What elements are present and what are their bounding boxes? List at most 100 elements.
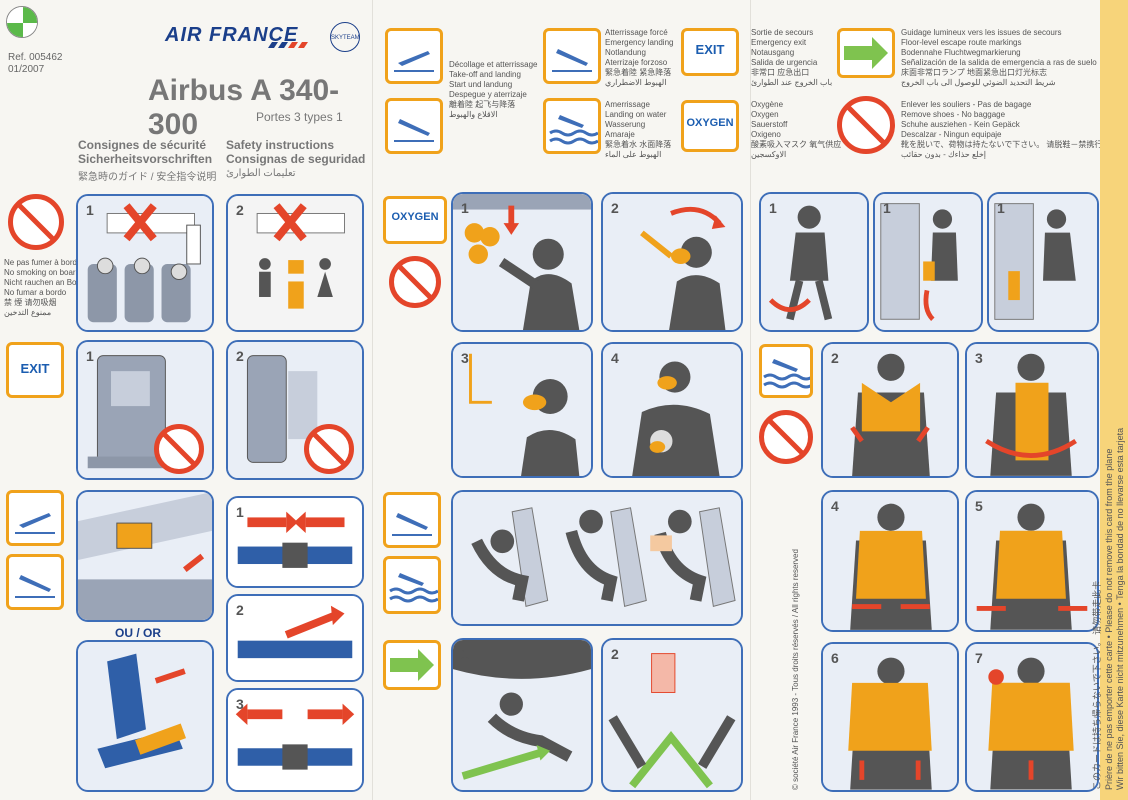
brand-stripes-icon — [268, 42, 308, 48]
seatbelt-tighten-icon — [228, 596, 362, 680]
seatbelt-fasten-icon — [228, 498, 362, 586]
strip-line-2: Wir bitten Sie, diese Karte nicht mitzun… — [1115, 427, 1125, 790]
step-number: 3 — [975, 350, 983, 366]
exit-door-open-icon — [228, 342, 362, 478]
step-number: 3 — [236, 696, 244, 712]
picture-crawl-to-exit: 1 — [451, 638, 593, 792]
lifevest-buckle-icon — [823, 492, 957, 630]
seat-upright-icon — [78, 642, 212, 790]
lifevest-inflate-icon — [823, 644, 957, 790]
copyright-text: © société Air France 1993 - Tous droits … — [791, 549, 800, 790]
picture-floor-lighting: 2 — [601, 638, 743, 792]
heading-es: Consignas de seguridad — [226, 152, 366, 166]
ref-date: 01/2007 — [8, 64, 45, 75]
step-number: 1 — [236, 504, 244, 520]
page-subtitle: Portes 3 types 1 — [256, 110, 343, 124]
overhead-bin-icon — [78, 492, 212, 620]
step-number: 2 — [236, 348, 244, 364]
step-number: 2 — [236, 602, 244, 618]
step-number: 3 — [461, 350, 469, 366]
oxygen-text: Oxygène Oxygen Sauerstoff Oxigeno 酸素吸入マス… — [751, 100, 842, 159]
step-number: 1 — [86, 202, 94, 218]
exit-label: EXIT — [695, 42, 725, 57]
picture-lifevest-7: 7 — [965, 642, 1099, 792]
step-number: 5 — [975, 498, 983, 514]
exit-sign-icon: EXIT — [681, 28, 739, 76]
heading-ar: تعليمات الطوارئ — [226, 168, 296, 179]
water-landing-icon — [543, 98, 601, 154]
floor-lighting-icon — [603, 640, 741, 790]
brand-name: AIR FRANCE — [165, 24, 299, 46]
crawl-exit-icon — [453, 640, 591, 790]
no-smoking-icon — [389, 256, 441, 308]
step-number: 1 — [461, 200, 469, 216]
picture-exit-seat-1: 1 — [873, 192, 983, 332]
remove-shoes-icon — [761, 194, 867, 329]
oxygen-sign-icon: OXYGEN — [681, 100, 739, 152]
water-landing-icon — [383, 556, 441, 614]
airline-logo-icon — [6, 6, 38, 38]
no-smoking-icon — [8, 194, 64, 250]
step-number: 6 — [831, 650, 839, 666]
heading-en: Safety instructions — [226, 138, 335, 152]
picture-seatbelt-2: 2 — [226, 594, 364, 682]
takeoff-icon — [385, 28, 443, 84]
picture-brace-position — [451, 490, 743, 626]
heading-ja: 緊急時のガイド / 安全指令说明 — [78, 172, 217, 183]
picture-exit-door-2: 2 — [226, 340, 364, 480]
lifevest-put-on-icon — [823, 344, 957, 476]
picture-oxygen-mask-wear: 3 — [451, 342, 593, 478]
heading-fr: Consignes de sécurité — [78, 138, 207, 152]
lavatory-icon — [228, 196, 362, 330]
landing-icon — [6, 554, 64, 610]
picture-seatbelt-1: 1 — [226, 496, 364, 588]
step-number: 1 — [769, 200, 777, 216]
oxygen-mask-child-icon — [603, 344, 741, 476]
picture-lifevest-2: 2 — [821, 342, 959, 478]
seatbelt-release-icon — [228, 690, 362, 790]
takeoff-icon — [6, 490, 64, 546]
picture-oxygen-mask-drop: 1 — [451, 192, 593, 332]
picture-no-smoking-cabin: 1 — [76, 194, 214, 332]
step-number: 2 — [611, 646, 619, 662]
step-number: 2 — [611, 200, 619, 216]
picture-lifevest-4: 4 — [821, 490, 959, 632]
page-title: Airbus A 340-300 — [148, 74, 340, 141]
oxygen-mask-pull-icon — [603, 194, 741, 330]
skyteam-badge: SKYTEAM — [330, 22, 360, 52]
lifevest-whistle-light-icon — [967, 644, 1097, 790]
picture-exit-door-1: 1 — [76, 340, 214, 480]
or-label: OU / OR — [115, 626, 162, 640]
heading-de: Sicherheitsvorschriften — [78, 152, 213, 166]
cabin-passengers-icon — [78, 196, 212, 330]
strip-line-1: Prière de ne pas emporter cette carte • … — [1104, 448, 1114, 790]
picture-lifevest-5: 5 — [965, 490, 1099, 632]
step-number: 7 — [975, 650, 983, 666]
step-number: 1 — [86, 348, 94, 364]
landing-icon — [385, 98, 443, 154]
lifevest-tighten-icon — [967, 492, 1097, 630]
exit-label: EXIT — [20, 361, 50, 376]
escape-path-arrow-icon — [383, 640, 441, 690]
no-shoes-icon — [837, 96, 895, 154]
door-exit-icon — [875, 194, 981, 329]
picture-seatbelt-3: 3 — [226, 688, 364, 792]
exit-text: Sortie de secours Emergency exit Notausg… — [751, 28, 833, 87]
step-number: 2 — [831, 350, 839, 366]
picture-lifevest-3: 3 — [965, 342, 1099, 478]
emergency-landing-icon — [383, 492, 441, 548]
water-landing-icon — [759, 344, 813, 398]
water-landing-text: Amerrissage Landing on water Wasserung A… — [605, 100, 672, 159]
escape-path-arrow-icon — [837, 28, 895, 78]
oxygen-mask-drop-icon — [453, 194, 591, 330]
oxygen-label: OXYGEN — [686, 117, 734, 129]
panel-left: Ref. 005462 01/2007 AIR FRANCE SKYTEAM A… — [0, 0, 372, 800]
brace-position-icon — [453, 492, 741, 624]
ref-number: Ref. 005462 — [8, 52, 63, 63]
step-number: 1 — [883, 200, 891, 216]
oxygen-label: OXYGEN — [391, 211, 439, 223]
fold-strip — [1100, 0, 1128, 800]
door-exit-slide-icon — [989, 194, 1097, 329]
picture-exit-seat-2: 1 — [987, 192, 1099, 332]
no-inflate-inside-icon — [759, 410, 813, 464]
